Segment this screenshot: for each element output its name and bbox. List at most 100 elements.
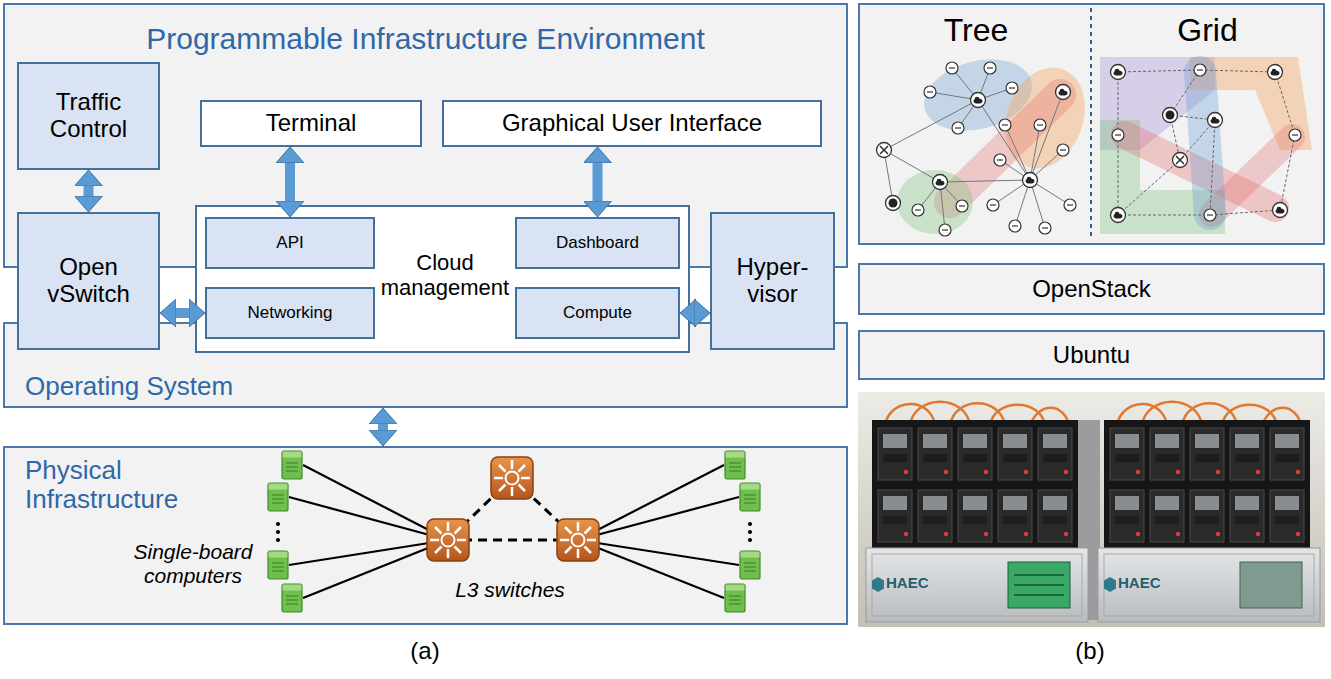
component-label: L3 switches <box>440 578 580 602</box>
text-slot: Hyper- visor <box>712 251 833 311</box>
server-icon <box>740 483 760 511</box>
tree-links <box>884 68 1070 230</box>
tree-nodes <box>886 196 901 211</box>
box-label: Networking <box>247 303 332 322</box>
text-slot: Compute <box>556 300 639 325</box>
switch-box: Open vSwitch <box>17 212 160 350</box>
hardware-photo <box>858 392 1325 627</box>
logo-text: HAEC <box>1118 575 1188 592</box>
ellipsis-dots <box>276 522 752 542</box>
server-links <box>578 497 739 540</box>
server-links <box>289 540 448 565</box>
text-slot: Operating System <box>25 372 325 401</box>
grid-nodes <box>1204 209 1216 221</box>
tree-nodes <box>1006 82 1018 94</box>
hardware-photo <box>1014 594 1064 596</box>
tree-links <box>884 100 978 150</box>
tree-nodes <box>1039 222 1051 234</box>
server-icon <box>282 584 302 612</box>
server-links <box>578 540 724 598</box>
ellipsis-dots <box>276 530 280 534</box>
text-slot: Cloud management <box>377 251 513 300</box>
grid-links <box>1118 135 1119 215</box>
tree-nodes <box>912 204 924 216</box>
text-slot: API <box>269 230 310 255</box>
server-icon <box>268 451 760 612</box>
grid-links <box>1200 70 1275 72</box>
server-icon <box>740 551 760 579</box>
heading-text: Tree <box>860 13 1092 49</box>
tree-nodes <box>952 122 964 134</box>
tree-nodes <box>987 199 999 211</box>
double-arrow <box>690 308 700 318</box>
switch-icon <box>427 457 599 561</box>
ubuntu-layer: Ubuntu <box>858 330 1325 380</box>
server-links <box>578 465 724 540</box>
tree-nodes <box>1056 85 1071 100</box>
topology-graphs <box>877 8 1313 240</box>
tree-nodes <box>1057 144 1069 156</box>
ellipsis-dots <box>748 538 752 542</box>
panel-letter: (a) <box>375 638 475 665</box>
hardware-photo <box>1098 402 1320 622</box>
server-links <box>289 497 448 540</box>
text-slot: Grid <box>1092 13 1323 49</box>
text-slot: Dashboard <box>549 230 646 255</box>
label-slot: HAEC <box>1118 575 1188 592</box>
heading-text: Cloud management <box>377 251 513 300</box>
heading-text: Programmable Infrastructure Environment <box>5 22 846 56</box>
hardware-photo <box>1240 562 1302 608</box>
logo-text: HAEC <box>886 575 956 592</box>
double-arrow <box>593 157 603 207</box>
text-slot: Graphical User Interface <box>495 107 769 140</box>
server-icon <box>282 451 302 479</box>
double-arrow <box>84 180 94 202</box>
openstack-layer: OpenStack <box>858 263 1325 315</box>
double-arrow <box>170 308 195 318</box>
tree-links <box>978 100 1030 180</box>
box-label: Dashboard <box>556 233 639 252</box>
grid-nodes <box>1289 129 1301 141</box>
box-label: Graphical User Interface <box>502 110 762 137</box>
ellipsis-dots <box>748 530 752 534</box>
label-slot: (a) <box>375 638 475 665</box>
server-icon <box>268 483 288 511</box>
text-slot: Physical Infrastructure <box>25 456 225 514</box>
cloud-management-box: API DashboardNetworking Compute Cloud manag… <box>195 205 690 353</box>
tree-nodes <box>939 224 951 236</box>
grid-links <box>1118 160 1180 215</box>
tree-nodes <box>877 62 1077 236</box>
grid-links <box>1210 210 1280 215</box>
compute-box: Compute <box>515 287 680 339</box>
text-slot: Ubuntu <box>1046 339 1137 372</box>
switch-icon <box>427 519 469 561</box>
heading-text: Physical Infrastructure <box>25 456 225 514</box>
tree-links <box>884 150 940 182</box>
tree-nodes <box>994 154 1006 166</box>
grid-nodes <box>1273 203 1288 218</box>
tree-regions <box>897 48 1098 234</box>
tree-nodes <box>1023 173 1038 188</box>
tree-nodes <box>1064 199 1076 211</box>
hypervisor-box: Hyper- visor <box>710 212 835 350</box>
text-slot: Tree <box>860 13 1092 49</box>
grid-nodes <box>1268 65 1283 80</box>
box-label: Compute <box>563 303 632 322</box>
server-icon <box>725 451 745 479</box>
box-label: Terminal <box>266 110 357 137</box>
tree-nodes <box>1034 119 1046 131</box>
text-slot: Traffic Control <box>19 86 158 146</box>
grid-regions <box>1200 72 1210 214</box>
text-slot: Terminal <box>259 107 364 140</box>
box-label: Open vSwitch <box>26 254 151 308</box>
ellipsis-dots <box>276 538 280 542</box>
label-slot: L3 switches <box>440 578 580 602</box>
box-label: Hyper- visor <box>719 254 826 308</box>
grid-links <box>1280 135 1295 210</box>
ellipsis-dots <box>748 522 752 526</box>
ellipsis-dots <box>276 522 280 526</box>
hardware-photo <box>858 392 1325 627</box>
heading-text: Grid <box>1092 13 1323 49</box>
hardware-photo <box>866 402 1088 622</box>
panel-divider <box>1090 8 1092 240</box>
